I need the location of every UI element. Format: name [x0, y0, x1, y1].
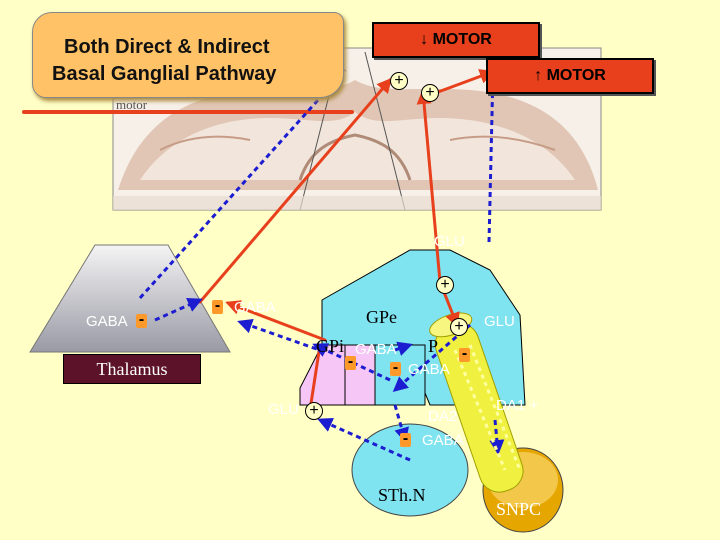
label-sthn: STh.N: [378, 485, 426, 505]
minus-sign-gaba-p: -: [390, 360, 401, 376]
motor-decrease-box: ↓ MOTOR: [372, 22, 540, 58]
minus-sign-gpi: -: [345, 354, 356, 370]
title-line-1: Both Direct & Indirect: [64, 36, 270, 58]
title-line-2: Basal Ganglial Pathway: [52, 63, 277, 85]
title-bubble: [32, 12, 344, 98]
inhibitory-pathways: [138, 68, 505, 462]
label-glu-right: GLU: [484, 313, 515, 330]
label-da1: DA1 +: [496, 397, 539, 414]
motor-decrease-label: ↓ MOTOR: [420, 31, 492, 48]
excitatory-pathways: [22, 69, 495, 412]
label-gpi: GPi: [316, 336, 345, 356]
plus-sign-putamen: +: [450, 318, 468, 336]
label-thalamus: Thalamus: [96, 358, 168, 379]
plus-sign-glu-low: +: [305, 402, 323, 420]
thalamus-trapezoid: [29, 244, 231, 353]
minus-sign-stn: -: [400, 431, 411, 447]
label-da2: DA2: [428, 408, 458, 425]
plus-sign-cortex-left: +: [390, 72, 408, 90]
dopamine-pathways: [453, 344, 522, 471]
minus-sign-gaba-mid: -: [212, 298, 223, 314]
label-gaba-p: GABA: [408, 361, 450, 378]
gpe-region: [344, 344, 376, 406]
label-p: P: [428, 336, 439, 356]
label-glu-top: GLU: [434, 233, 465, 250]
motor-increase-label: ↑ MOTOR: [534, 67, 606, 84]
label-glu-low: GLU: [268, 401, 299, 418]
label-gaba-gpi: GABA: [355, 341, 397, 358]
label-snpc: SNPC: [496, 499, 542, 519]
label-gaba-stn: GABA: [422, 432, 464, 449]
label-gpe: GPe: [366, 307, 397, 327]
label-gaba-thalamus: GABA: [86, 313, 128, 330]
thalamus-label-box: Thalamus: [63, 354, 201, 384]
plus-sign-striatum: +: [436, 276, 454, 294]
motor-increase-box: ↑ MOTOR: [486, 58, 654, 94]
plus-sign-cortex-right: +: [421, 84, 439, 102]
minus-sign-p: -: [459, 346, 470, 362]
label-gaba-mid: GABA: [234, 299, 276, 316]
brain-motor-label: motor: [116, 97, 148, 112]
minus-sign-thalamus: -: [136, 312, 147, 328]
